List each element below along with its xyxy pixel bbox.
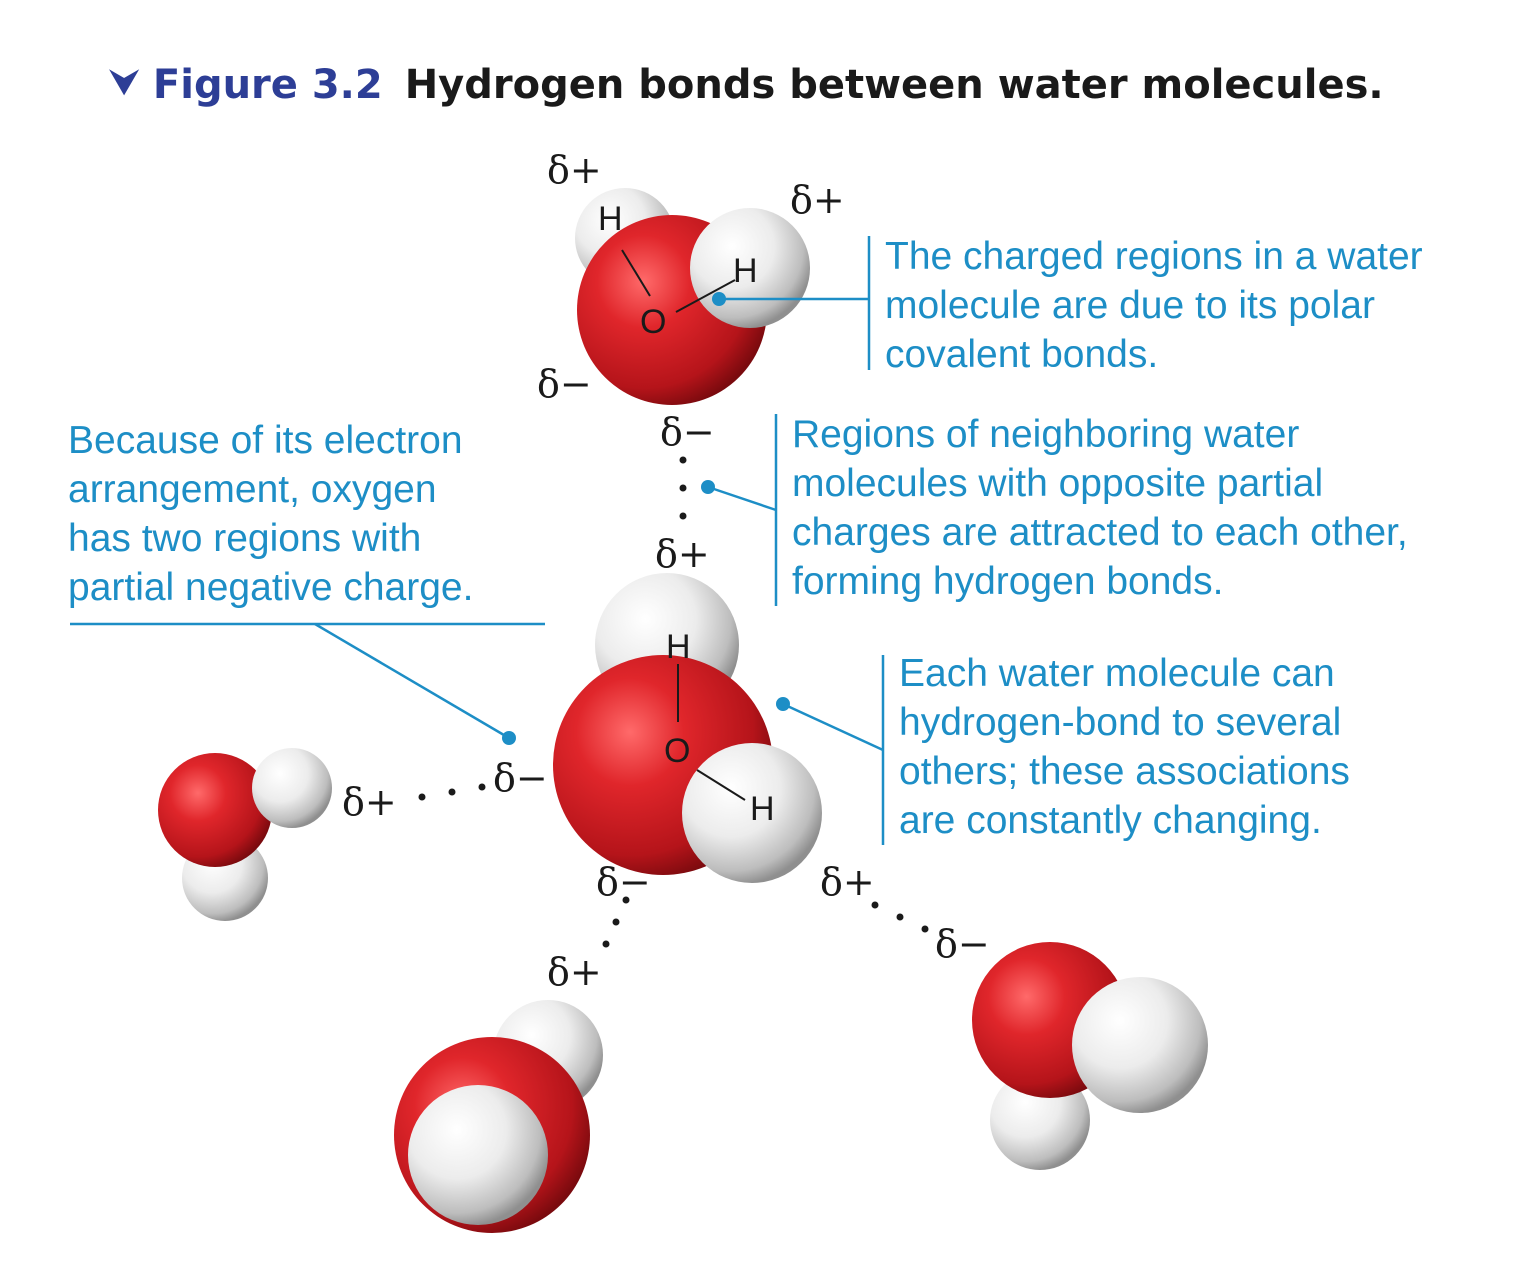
callout-dot (701, 480, 715, 494)
note-oxygen-regions: Because of its electron arrangement, oxy… (68, 416, 473, 612)
partial-positive-label: δ+ (547, 950, 602, 994)
callout-dot (502, 731, 516, 745)
note-line: Regions of neighboring water (792, 413, 1300, 456)
hydrogen-atom (408, 1085, 548, 1225)
note-line: Because of its electron (68, 419, 463, 462)
water-molecule-center (553, 573, 822, 883)
hydrogen-bond-dot (921, 925, 929, 933)
oxygen-label: O (664, 732, 691, 770)
water-molecule-bottom (394, 1000, 603, 1233)
partial-positive-label: δ+ (790, 178, 845, 222)
hydrogen-atom (682, 743, 822, 883)
partial-positive-label: δ+ (655, 532, 710, 576)
chevron-down-icon: ⮟ (110, 63, 139, 103)
callout-dot (712, 292, 726, 306)
hydrogen-bond-dot (418, 793, 426, 801)
figure-label: Figure 3.2 (152, 62, 383, 108)
covalent-bond-line (696, 769, 746, 801)
hydrogen-atom (1072, 977, 1208, 1113)
hydrogen-bond-dot (602, 940, 610, 948)
partial-positive-label: δ+ (342, 780, 397, 824)
hydrogen-bond-dot (612, 918, 620, 926)
covalent-bond-line (675, 279, 736, 313)
note-line: molecules with opposite partial (792, 462, 1324, 505)
partial-negative-label: δ− (660, 410, 715, 454)
water-molecule-left (158, 748, 332, 921)
note-line: partial negative charge. (68, 566, 474, 609)
note-line: The charged regions in a water (885, 235, 1423, 278)
note-opposite-charges: Regions of neighboring water molecules w… (792, 410, 1408, 606)
note-line: arrangement, oxygen (68, 468, 437, 511)
hydrogen-bond-dot (679, 484, 687, 492)
callout-dots (502, 292, 790, 745)
note-line: molecule are due to its polar (885, 284, 1375, 327)
hydrogen-atom (252, 748, 332, 828)
hydrogen-label: H (733, 252, 758, 290)
hydrogen-bond-dot (679, 512, 687, 520)
hydrogen-bond-dot (448, 788, 456, 796)
note-line: others; these associations (899, 750, 1350, 793)
callout-leader-line (314, 622, 510, 740)
hydrogen-bond-dot (896, 913, 904, 921)
hydrogen-bond-dot (622, 896, 630, 904)
partial-negative-label: δ− (935, 922, 990, 966)
note-several-bonds: Each water molecule can hydrogen-bond to… (899, 649, 1350, 845)
oxygen-label: O (640, 303, 667, 341)
figure-caption: Hydrogen bonds between water molecules. (404, 62, 1384, 108)
callout-leaders (70, 236, 885, 845)
partial-negative-label: δ− (537, 362, 592, 406)
note-line: charges are attracted to each other, (792, 511, 1408, 554)
hydrogen-bond-dot (478, 783, 486, 791)
partial-positive-label: δ+ (547, 148, 602, 192)
note-line: covalent bonds. (885, 333, 1159, 376)
hydrogen-bond-dots (418, 456, 929, 948)
note-line: are constantly changing. (899, 799, 1322, 842)
note-line: has two regions with (68, 517, 422, 560)
note-line: Each water molecule can (899, 652, 1335, 695)
figure-title: ⮟ Figure 3.2 Hydrogen bonds between water … (110, 62, 1384, 108)
note-line: hydrogen-bond to several (899, 701, 1342, 744)
partial-negative-label: δ− (493, 756, 548, 800)
hydrogen-label: H (598, 200, 623, 238)
partial-negative-label: δ− (596, 860, 651, 904)
water-molecule-right (972, 942, 1208, 1170)
callout-dot (776, 697, 790, 711)
hydrogen-label: H (666, 628, 691, 666)
hydrogen-bond-dot (871, 901, 879, 909)
note-polar-bonds: The charged regions in a water molecule … (885, 232, 1423, 379)
partial-positive-label: δ+ (820, 860, 875, 904)
hydrogen-bond-dot (679, 456, 687, 464)
covalent-bond-line (621, 249, 651, 297)
hydrogen-label: H (750, 790, 775, 828)
note-line: forming hydrogen bonds. (792, 560, 1224, 603)
oxygen-atom (158, 753, 272, 867)
callout-leader-line (707, 485, 777, 512)
callout-leader-line (782, 702, 884, 752)
